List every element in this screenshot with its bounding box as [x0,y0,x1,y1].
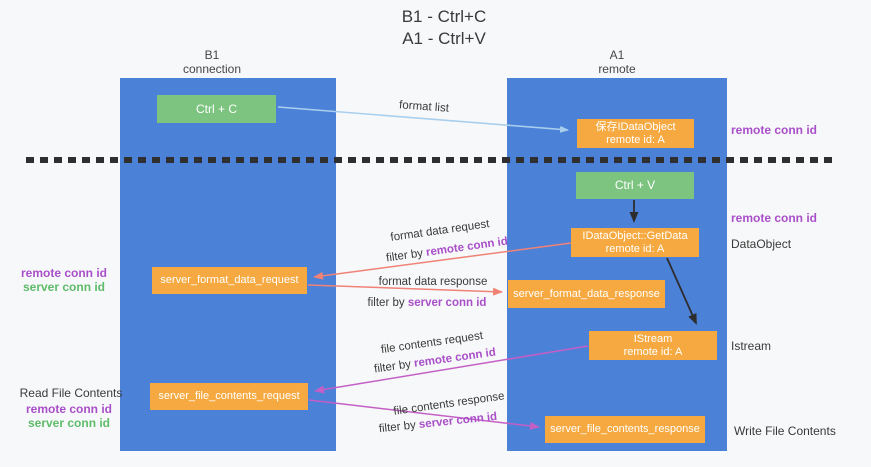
node-server-format-data-request: server_format_data_request [152,267,307,294]
filter-by-prefix: filter by [367,297,408,309]
right-remote-conn-id-mid: remote conn id [731,211,818,225]
left-server-conn-id-bottom: server conn id [27,416,111,430]
server-file-contents-request-label: server_file_contents_request [158,390,300,402]
lane-a1-name: A1 [609,48,625,62]
edge-label-format-list: format list [398,99,450,115]
getdata-line1: IDataObject::GetData [582,229,688,242]
node-istream: IStream remote id: A [589,331,717,360]
edge-label-filter-by-server-1: filter by server conn id [368,297,487,309]
node-server-file-contents-request: server_file_contents_request [150,383,308,410]
ctrl-c-label: Ctrl + C [195,101,237,116]
node-idataobject-getdata: IDataObject::GetData remote id: A [571,228,699,257]
server-conn-id-value: server conn id [418,410,498,431]
node-ctrl-c: Ctrl + C [157,95,276,123]
istream-line1: IStream [633,332,673,345]
right-remote-conn-id-top: remote conn id [731,123,818,137]
lane-header-b1: B1 connection [152,48,272,76]
title-line-2: A1 - Ctrl+V [402,29,486,48]
server-format-data-response-label: server_format_data_response [513,287,660,300]
write-file-contents-label: Write File Contents [734,424,836,438]
remote-conn-id-value: remote conn id [413,346,497,370]
filter-by-prefix: filter by [373,357,415,376]
getdata-line2: remote id: A [605,242,665,255]
server-file-contents-response-label: server_file_contents_response [550,423,700,435]
node-ctrl-v: Ctrl + V [576,172,694,199]
istream-line2: remote id: A [623,345,683,358]
server-format-data-request-label: server_format_data_request [160,274,299,286]
read-file-contents-label: Read File Contents [19,386,123,400]
istream-side-label: Istream [731,339,772,353]
lane-b1-role: connection [182,62,242,76]
dataobject-label: DataObject [731,237,792,251]
ctrl-v-label: Ctrl + V [614,178,656,192]
node-server-file-contents-response: server_file_contents_response [545,416,705,443]
phase-separator-dashed-line [26,157,832,163]
lane-b1-name: B1 [204,48,220,62]
diagram-title: B1 - Ctrl+C A1 - Ctrl+V [334,6,554,50]
edge-label-format-data-response: format data response [378,276,488,288]
save-idataobject-line2: remote id: A [606,133,665,146]
title-line-1: B1 - Ctrl+C [401,7,487,26]
lane-a1-role: remote [598,62,636,76]
left-server-conn-id-top: server conn id [22,280,106,294]
left-remote-conn-id-bottom: remote conn id [25,402,112,416]
remote-conn-id-value: remote conn id [425,235,509,259]
filter-by-prefix: filter by [378,419,420,436]
node-server-format-data-response: server_format_data_response [508,280,665,308]
save-idataobject-line1: 保存IDataObject [595,120,676,133]
left-conn-id-pair-top: remote conn id server conn id [14,266,114,294]
left-remote-conn-id-top: remote conn id [20,266,107,280]
server-conn-id-value: server conn id [407,297,487,309]
filter-by-prefix: filter by [385,246,427,265]
left-conn-id-pair-bottom: remote conn id server conn id [19,402,119,430]
node-save-idataobject: 保存IDataObject remote id: A [577,119,694,148]
lane-header-a1: A1 remote [557,48,677,76]
